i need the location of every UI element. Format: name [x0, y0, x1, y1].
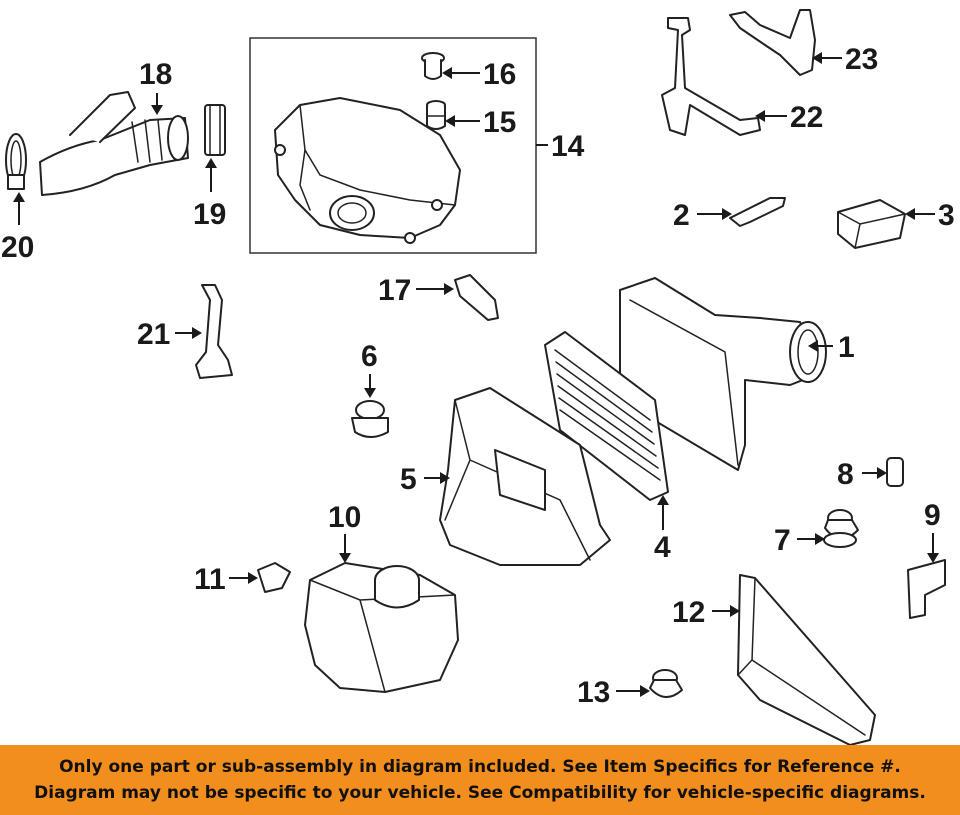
part-20-hose-clamp: [5, 133, 27, 190]
part-21-bracket: [195, 284, 233, 379]
part-15-bushing: [426, 100, 446, 130]
callout-18: 18: [139, 58, 172, 91]
callout-3: 3: [938, 199, 955, 232]
callout-19: 19: [193, 198, 226, 231]
callout-7: 7: [774, 524, 791, 557]
callout-12: 12: [672, 596, 705, 629]
callout-20: 20: [1, 231, 34, 264]
callout-5: 5: [400, 463, 417, 496]
part-6-grommet: [351, 400, 389, 438]
part-11-clip: [257, 562, 291, 593]
part-22-bracket: [661, 17, 761, 136]
callout-6: 6: [361, 340, 378, 373]
callout-10: 10: [328, 501, 361, 534]
part-19-clamp: [204, 104, 226, 156]
part-5-lower-housing: [439, 387, 611, 566]
callout-23: 23: [845, 43, 878, 76]
callout-17: 17: [378, 274, 411, 307]
part-1-housing: [619, 277, 827, 471]
callout-15: 15: [483, 106, 516, 139]
part-8-pin: [886, 457, 904, 487]
callout-11: 11: [194, 563, 226, 596]
parts-diagram: 1 2 3 4 5 6 7 8 9 10 11 12 13 14 15 16 1…: [1, 9, 955, 745]
part-14-cover: [274, 97, 461, 244]
part-2-bracket: [729, 197, 786, 227]
callout-22: 22: [790, 101, 823, 134]
callout-16: 16: [483, 58, 516, 91]
part-3-module: [837, 199, 906, 249]
leader-lines: [13, 52, 939, 697]
part-9-bracket: [907, 559, 946, 619]
callout-4: 4: [654, 531, 671, 564]
part-16-grommet: [421, 52, 445, 80]
part-23-bracket: [729, 9, 816, 76]
part-12-duct: [737, 574, 876, 745]
callout-8: 8: [837, 458, 854, 491]
callout-14: 14: [551, 130, 585, 163]
part-18-intake-duct: [39, 91, 189, 196]
callout-9: 9: [924, 499, 941, 532]
disclaimer-banner: Only one part or sub-assembly in diagram…: [0, 745, 960, 815]
callout-1: 1: [838, 331, 855, 364]
callout-2: 2: [673, 199, 690, 232]
callout-21: 21: [137, 318, 170, 351]
part-4-filter: [544, 331, 669, 501]
disclaimer-line-2: Diagram may not be specific to your vehi…: [34, 783, 926, 803]
callout-13: 13: [577, 676, 610, 709]
callout-labels: 1 2 3 4 5 6 7 8 9 10 11 12 13 14 15 16 1…: [1, 43, 955, 709]
part-10-resonator: [304, 562, 459, 693]
part-17-sensor: [454, 274, 499, 321]
disclaimer-line-1: Only one part or sub-assembly in diagram…: [59, 757, 901, 777]
part-7-grommet: [823, 509, 859, 548]
part-13-clip: [649, 669, 683, 698]
